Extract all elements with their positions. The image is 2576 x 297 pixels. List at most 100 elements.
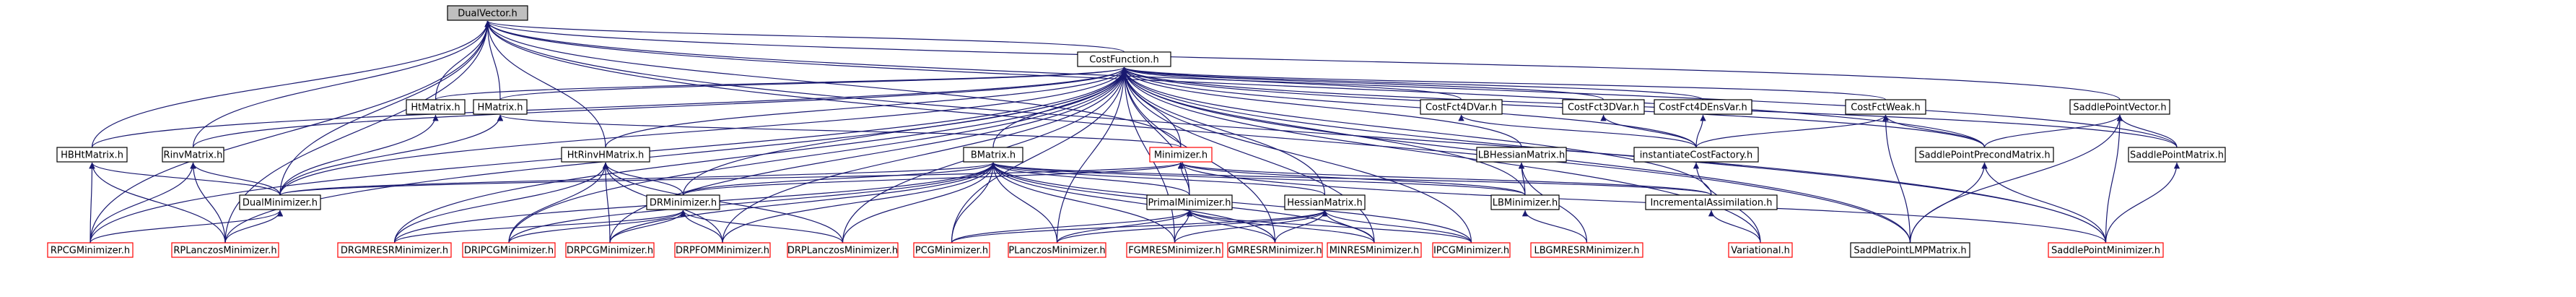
edge-dualvector-to-hmatrix <box>484 20 501 100</box>
node-label: HMatrix.h <box>477 103 523 113</box>
node-htrinvhmatrix[interactable]: HtRinvHMatrix.h <box>561 147 650 163</box>
node-dripcgminimizer[interactable]: DRIPCGMinimizer.h <box>462 242 556 258</box>
edge-dualvector-to-hbhtmatrix <box>91 20 491 148</box>
edge-costfunction-to-rinvmatrix <box>192 66 1127 148</box>
node-drminimizer[interactable]: DRMinimizer.h <box>646 194 720 210</box>
node-saddlepointminimizer[interactable]: SaddlePointMinimizer.h <box>2048 242 2164 258</box>
node-saddlepointlmpmatrix[interactable]: SaddlePointLMPMatrix.h <box>1850 242 1970 258</box>
edge-bmatrix-to-drplanczosminimizer <box>842 162 997 244</box>
edge-costfunction-to-primalminimizer <box>1121 66 1190 196</box>
edge-bmatrix-to-gmresrminimizer <box>990 162 1276 244</box>
edge-hessianmatrix-to-planczosminimizer <box>1056 210 1328 244</box>
node-drpcgminimizer[interactable]: DRPCGMinimizer.h <box>565 242 655 258</box>
node-label: HessianMatrix.h <box>1287 198 1362 209</box>
node-box <box>2048 242 2164 258</box>
edge-htrinvhmatrix-to-drplanczosminimizer <box>602 162 844 244</box>
edge-costfunction-to-drpcgminimizer <box>609 66 1127 244</box>
node-incrementalassimilation[interactable]: IncrementalAssimilation.h <box>1645 194 1778 210</box>
node-box <box>1490 194 1560 210</box>
edge-dualvector-to-rinvmatrix <box>192 20 491 148</box>
node-fgmresminimizer[interactable]: FGMRESMinimizer.h <box>1126 242 1223 258</box>
edge-dualvector-to-saddlepointprecondmatrix <box>484 20 1986 148</box>
node-drplanczosminimizer[interactable]: DRPLanczosMinimizer.h <box>787 242 899 258</box>
node-label: MINRESMinimizer.h <box>1330 246 1420 257</box>
node-label: BMatrix.h <box>971 150 1016 161</box>
node-saddlepointvector[interactable]: SaddlePointVector.h <box>2069 99 2170 115</box>
edge-costfunction-to-costfct4densvar <box>1121 66 1704 100</box>
edge-saddlepointvector-to-saddlepointprecondmatrix <box>1983 114 2123 148</box>
node-dualvector[interactable]: DualVector.h <box>447 5 528 21</box>
node-drgmresrminimizer[interactable]: DRGMRESRMinimizer.h <box>337 242 452 258</box>
node-label: Variational.h <box>1731 246 1790 257</box>
node-costfct4dvar[interactable]: CostFct4DVar.h <box>1420 99 1503 115</box>
node-rpcgminimizer[interactable]: RPCGMinimizer.h <box>47 242 134 258</box>
edge-costfunction-to-lbhessianmatrix <box>1121 66 1522 148</box>
edge-saddlepointvector-to-saddlepointmatrix <box>2116 114 2178 148</box>
node-minimizer[interactable]: Minimizer.h <box>1149 147 1213 163</box>
edges-layer <box>89 20 2180 244</box>
node-box <box>1284 194 1366 210</box>
node-pcgminimizer[interactable]: PCGMinimizer.h <box>913 242 990 258</box>
edge-hmatrix-to-minimizer <box>497 114 1182 148</box>
node-saddlepointmatrix[interactable]: SaddlePointMatrix.h <box>2128 147 2226 163</box>
node-lbminimizer[interactable]: LBMinimizer.h <box>1490 194 1560 210</box>
edge-lbminimizer-to-lbgmresrminimizer <box>1521 210 1588 244</box>
edge-dualvector-to-rpcgminimizer <box>89 20 491 244</box>
node-costfct4densvar[interactable]: CostFct4DEnsVar.h <box>1654 99 1752 115</box>
edge-dualvector-to-saddlepointlmpmatrix <box>484 20 1911 244</box>
node-hmatrix[interactable]: HMatrix.h <box>473 99 528 115</box>
node-costfctweak[interactable]: CostFctWeak.h <box>1845 99 1926 115</box>
edge-costfct3dvar-to-instantiatecostfactory <box>1600 114 1697 148</box>
edge-primalminimizer-to-ipcgminimizer <box>1186 210 1472 244</box>
node-htmatrix[interactable]: HtMatrix.h <box>406 99 466 115</box>
node-box <box>1420 99 1503 115</box>
node-costfct3dvar[interactable]: CostFct3DVar.h <box>1562 99 1645 115</box>
node-variational[interactable]: Variational.h <box>1728 242 1793 258</box>
node-drpfomminimizer[interactable]: DRPFOMMinimizer.h <box>674 242 771 258</box>
node-gmresrminimizer[interactable]: GMRESRMinimizer.h <box>1227 242 1323 258</box>
node-ipcgminimizer[interactable]: IPCGMinimizer.h <box>1432 242 1511 258</box>
edge-hbhtmatrix-to-rplanczosminimizer <box>89 162 226 244</box>
edge-costfunction-to-ipcgminimizer <box>1121 66 1472 244</box>
edge-costfunction-to-costfct3dvar <box>1121 66 1604 100</box>
edge-costfunction-to-saddlepointminimizer <box>1121 66 2107 244</box>
node-bmatrix[interactable]: BMatrix.h <box>963 147 1023 163</box>
node-box <box>239 194 321 210</box>
node-label: FGMRESMinimizer.h <box>1128 246 1221 257</box>
edge-costfunction-to-saddlepointprecondmatrix <box>1121 66 1986 148</box>
edge-costfunction-to-planczosminimizer <box>1056 66 1127 244</box>
node-hbhtmatrix[interactable]: HBHtMatrix.h <box>56 147 128 163</box>
node-box <box>1077 51 1171 67</box>
edge-bmatrix-to-hessianmatrix <box>990 162 1326 196</box>
node-hessianmatrix[interactable]: HessianMatrix.h <box>1284 194 1366 210</box>
node-dualminimizer[interactable]: DualMinimizer.h <box>239 194 321 210</box>
node-rinvmatrix[interactable]: RinvMatrix.h <box>162 147 224 163</box>
node-label: DRPLanczosMinimizer.h <box>787 246 898 257</box>
edge-hmatrix-to-dualminimizer <box>279 114 504 196</box>
node-label: CostFctWeak.h <box>1851 103 1921 113</box>
edge-minimizer-to-drminimizer <box>682 162 1184 196</box>
node-box <box>913 242 990 258</box>
node-box <box>1562 99 1645 115</box>
node-planczosminimizer[interactable]: PLanczosMinimizer.h <box>1008 242 1106 258</box>
edge-htrinvhmatrix-to-drpcgminimizer <box>602 162 611 244</box>
node-lbhessianmatrix[interactable]: LBHessianMatrix.h <box>1476 147 1567 163</box>
node-label: SaddlePointPrecondMatrix.h <box>1918 150 2050 161</box>
node-costfunction[interactable]: CostFunction.h <box>1077 51 1171 67</box>
node-minresminimizer[interactable]: MINRESMinimizer.h <box>1327 242 1422 258</box>
node-box <box>1008 242 1106 258</box>
edge-bmatrix-to-dualminimizer <box>279 162 996 196</box>
edge-htmatrix-to-dualminimizer <box>279 114 439 196</box>
node-box <box>1126 242 1223 258</box>
node-saddlepointprecondmatrix[interactable]: SaddlePointPrecondMatrix.h <box>1915 147 2054 163</box>
node-rplanczosminimizer[interactable]: RPLanczosMinimizer.h <box>171 242 279 258</box>
edge-costfunction-to-drgmresrminimizer <box>393 66 1127 244</box>
node-box <box>462 242 556 258</box>
edge-rinvmatrix-to-rplanczosminimizer <box>190 162 226 244</box>
node-lbgmresrminimizer[interactable]: LBGMRESRMinimizer.h <box>1530 242 1643 258</box>
edge-costfunction-to-costfctweak <box>1121 66 1887 100</box>
edge-hbhtmatrix-to-rpcgminimizer <box>89 162 95 244</box>
edge-drminimizer-to-dripcgminimizer <box>508 210 686 244</box>
node-instantiatecostfactory[interactable]: instantiateCostFactory.h <box>1633 147 1759 163</box>
node-primalminimizer[interactable]: PrimalMinimizer.h <box>1146 194 1233 210</box>
